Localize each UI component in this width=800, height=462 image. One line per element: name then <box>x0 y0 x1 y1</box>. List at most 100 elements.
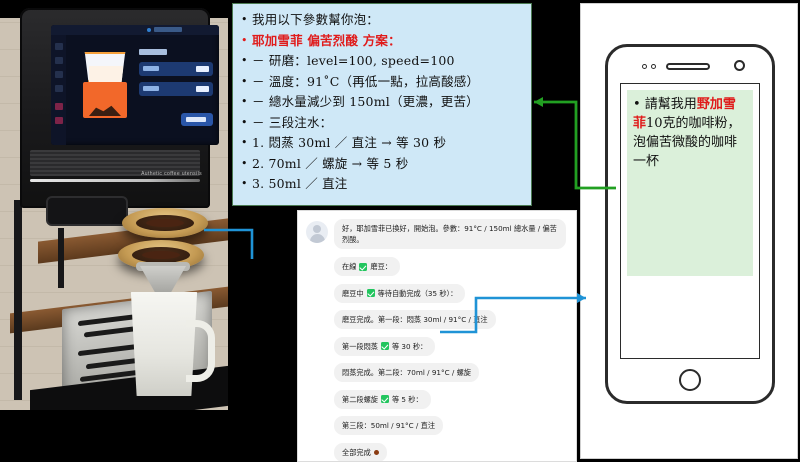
chat-text-pre: 第二段螺旋 <box>342 394 378 404</box>
machine-touchscreen[interactable] <box>51 25 219 145</box>
pitcher-handle <box>186 320 215 382</box>
phone-note-segment: 10克的咖啡粉，泡偏苦微酸的咖啡一杯 <box>633 116 741 169</box>
check-icon <box>380 395 389 403</box>
chat-text-post: 等待自動完成（35 秒）： <box>377 288 458 298</box>
brew-parameters-box: • 我用以下參數幫你泡： • 耶加雪菲 偏苦烈酸 方案： • － 研磨：level=100… <box>232 3 532 206</box>
param-line-text: － 總水量減少到 150ml（更濃，更苦） <box>252 94 479 109</box>
param-line: • 3. 50ml ／ 直注 <box>241 174 525 195</box>
bullet-icon: • <box>241 54 248 67</box>
phone-note-card[interactable]: • 請幫我用野加雪菲10克的咖啡粉，泡偏苦微酸的咖啡一杯 <box>627 90 753 276</box>
chat-text-pre: 第一段悶蒸 <box>342 341 378 351</box>
chat-message-row: 磨豆中 等待自動完成（35 秒）： <box>334 283 566 303</box>
chat-text-pre: 在線 <box>342 262 357 271</box>
chat-message-list: 在線 磨豆： 磨豆中 等待自動完成（35 秒）： 磨豆完成。第一段：悶蒸 30ml / … <box>306 256 566 461</box>
chat-text-pre: 磨豆完成。第一段：悶蒸 30ml / 91°C / 直注 <box>342 315 488 324</box>
chat-message-row: 第二段螺旋 等 5 秒： <box>334 389 566 409</box>
phone-sensor-icon <box>642 63 647 69</box>
param-line-text: 2. 70ml ／ 螺旋 → 等 5 秒 <box>252 155 409 171</box>
param-line-text: 耶加雪菲 偏苦烈酸 方案： <box>252 32 401 48</box>
chat-bubble: 第二段螺旋 等 5 秒： <box>334 389 431 409</box>
check-icon <box>366 289 375 297</box>
brew-cup-illustration <box>82 52 128 122</box>
bullet-icon: • <box>241 156 248 170</box>
param-line-text: － 溫度：91˚C（再低一點，拉高酸感） <box>252 73 480 89</box>
phone-home-button[interactable] <box>679 369 701 391</box>
bullet-icon: • <box>241 115 248 129</box>
chat-bubble: 第一段悶蒸 等 30 秒： <box>334 336 436 356</box>
bullet-icon: • <box>241 136 248 149</box>
status-dot-icon <box>373 449 379 455</box>
machine-accent-line <box>30 179 200 182</box>
chat-text-pre: 磨豆中 <box>342 288 364 298</box>
phone-note-segment: • 請幫我用 <box>633 97 697 112</box>
param-line-text: 1. 悶蒸 30ml ／ 直注 → 等 30 秒 <box>252 135 447 150</box>
phone-mockup: • 請幫我用野加雪菲10克的咖啡粉，泡偏苦微酸的咖啡一杯 <box>580 3 798 459</box>
chat-bubble-intro: 好，耶加雪菲已換好，開始泡。參數：91°C / 150ml 總水量 / 偏苦烈酸… <box>334 219 566 249</box>
param-line: • － 三段注水： <box>241 113 525 134</box>
check-icon <box>380 342 389 350</box>
machine-body: Authetic coffee utensils <box>20 8 219 226</box>
param-line-text: － 三段注水： <box>252 114 333 130</box>
phone-speaker-icon <box>666 62 710 70</box>
param-line: • － 總水量減少到 150ml（更濃，更苦） <box>241 92 525 113</box>
chat-message-row: 第三段：50ml / 91°C / 直注 <box>334 415 566 435</box>
screen-start-button[interactable] <box>181 113 213 126</box>
chat-bubble: 第三段：50ml / 91°C / 直注 <box>334 416 444 435</box>
screen-settings-group <box>139 49 213 126</box>
bullet-icon: • <box>241 33 248 47</box>
chat-first-row: 好，耶加雪菲已換好，開始泡。參數：91°C / 150ml 總水量 / 偏苦烈酸… <box>306 219 566 249</box>
machine-speaker-grill <box>30 150 200 176</box>
chat-bubble: 悶蒸完成。第二段：70ml / 91°C / 螺旋 <box>334 363 479 382</box>
bullet-icon: • <box>241 177 248 190</box>
chat-text-pre: 全部完成 <box>342 447 371 457</box>
machine-brand-text: Authetic coffee utensils <box>141 171 202 177</box>
screen-status-dot <box>147 28 151 32</box>
photo-bottom-letterbox <box>0 410 228 462</box>
param-line-text: 我用以下參數幫你泡： <box>252 12 380 27</box>
chat-message-row: 全部完成 <box>334 442 566 461</box>
screen-grind-row[interactable] <box>139 62 213 76</box>
machine-front-tray <box>46 196 128 226</box>
param-line: • 耶加雪菲 偏苦烈酸 方案： <box>241 31 525 52</box>
screen-water-row[interactable] <box>139 82 213 96</box>
param-line: • 我用以下參數幫你泡： <box>241 10 525 31</box>
chat-message-row: 在線 磨豆： <box>334 256 566 276</box>
chat-message-row: 悶蒸完成。第二段：70ml / 91°C / 螺旋 <box>334 362 566 382</box>
bullet-icon: • <box>241 74 248 88</box>
chat-text-post: 磨豆： <box>370 262 392 271</box>
phone-screen[interactable]: • 請幫我用野加雪菲10克的咖啡粉，泡偏苦微酸的咖啡一杯 <box>620 83 760 359</box>
chat-text-pre: 第三段：50ml / 91°C / 直注 <box>342 421 436 430</box>
assistant-chat-log: 好，耶加雪菲已換好，開始泡。參數：91°C / 150ml 總水量 / 偏苦烈酸… <box>297 210 577 462</box>
param-line: • － 溫度：91˚C（再低一點，拉高酸感） <box>241 72 525 93</box>
chat-message-row: 磨豆完成。第一段：悶蒸 30ml / 91°C / 直注 <box>334 309 566 329</box>
chat-bubble: 全部完成 <box>334 442 387 461</box>
param-line-text: － 研磨：level=100, speed=100 <box>252 53 455 68</box>
chat-bubble: 磨豆完成。第一段：悶蒸 30ml / 91°C / 直注 <box>334 310 496 329</box>
chat-message-row: 第一段悶蒸 等 30 秒： <box>334 336 566 356</box>
chat-text-post: 等 30 秒： <box>391 341 428 351</box>
screen-sidebar[interactable] <box>51 35 66 145</box>
coffee-machine-photo: Authetic coffee utensils <box>0 0 228 462</box>
pour-over-cone-upper <box>122 208 208 238</box>
bullet-icon: • <box>241 13 248 26</box>
bullet-icon: • <box>241 95 248 108</box>
machine-frame-post-left <box>14 200 22 400</box>
phone-note-segment: 野加雪菲 <box>633 97 736 131</box>
phone-camera-icon <box>734 60 745 71</box>
phone-sensor-2-icon <box>651 63 656 69</box>
phone-body: • 請幫我用野加雪菲10克的咖啡粉，泡偏苦微酸的咖啡一杯 <box>605 44 775 404</box>
param-line: • 2. 70ml ／ 螺旋 → 等 5 秒 <box>241 154 525 175</box>
phone-top-bezel <box>608 59 772 73</box>
screen-status-text <box>154 27 182 32</box>
chat-text-pre: 悶蒸完成。第二段：70ml / 91°C / 螺旋 <box>342 368 471 377</box>
chat-bubble: 磨豆中 等待自動完成（35 秒）： <box>334 283 466 303</box>
chat-text-post: 等 5 秒： <box>391 394 423 404</box>
machine-frame-post-mid <box>58 228 64 288</box>
screen-mode-title <box>139 49 167 55</box>
screen-status-bar <box>51 25 219 35</box>
param-line-text: 3. 50ml ／ 直注 <box>252 176 348 191</box>
phone-note-text: • 請幫我用野加雪菲10克的咖啡粉，泡偏苦微酸的咖啡一杯 <box>633 95 747 171</box>
avatar <box>306 221 328 243</box>
chat-bubble: 在線 磨豆： <box>334 257 400 276</box>
